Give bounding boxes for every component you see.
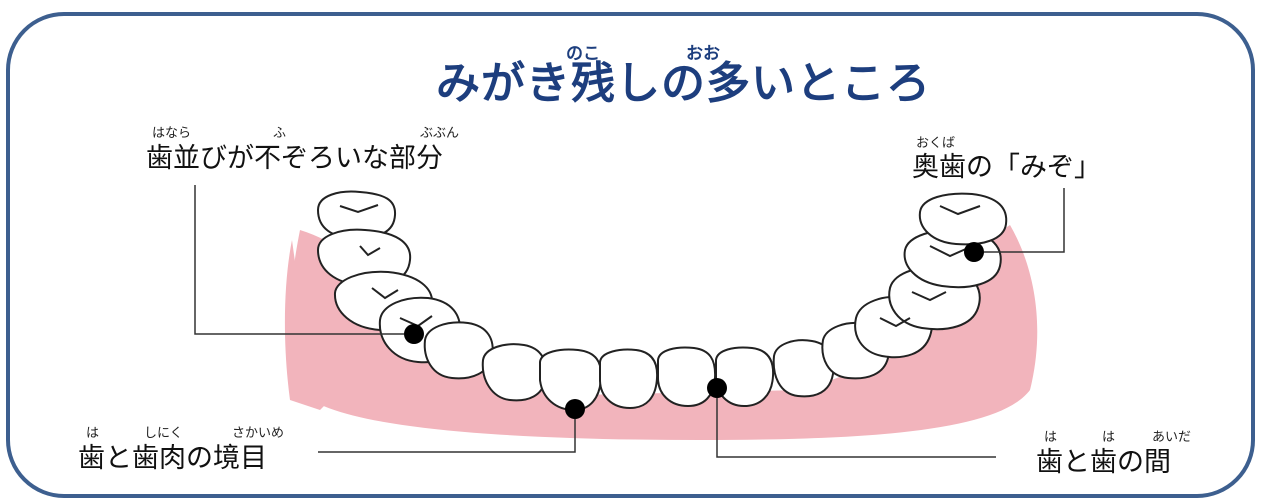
page-title: みがき残しの多いところ — [436, 58, 931, 109]
furigana-aida: あいだ — [1152, 430, 1192, 445]
marker-gumline — [565, 399, 585, 419]
furigana-bubun: ぶぶん — [420, 126, 460, 141]
furigana-okuba: おくば — [916, 136, 956, 151]
tooth-f3 — [657, 346, 717, 408]
furigana-ha-2: は — [1044, 430, 1058, 445]
leader-bottom-right — [716, 398, 996, 458]
marker-between — [707, 378, 727, 398]
furigana-sakaime: さかいめ — [232, 426, 285, 441]
title-ruby-ooi: おお — [686, 44, 720, 64]
gum-shape — [290, 225, 1038, 440]
tooth-r1 — [918, 192, 1008, 246]
gum-left-strip — [284, 240, 330, 410]
marker-misaligned — [404, 324, 424, 344]
tooth-f4 — [715, 346, 775, 408]
tooth-l6 — [481, 343, 548, 402]
furigana-ha-1: は — [86, 426, 100, 441]
label-molar-groove: 奥歯の「みぞ」 — [912, 152, 1101, 183]
label-gumline: 歯と歯肉の境目 — [78, 443, 267, 474]
label-between-teeth: 歯と歯の間 — [1036, 447, 1171, 478]
furigana-hanarabi: はなら — [152, 126, 192, 141]
leader-top-right — [984, 188, 1065, 253]
furigana-shiniku: しにく — [144, 426, 183, 441]
tooth-f2 — [599, 348, 659, 410]
tooth-r6 — [772, 339, 835, 398]
marker-groove — [964, 242, 984, 262]
leader-bottom-left — [318, 419, 576, 453]
furigana-ha-3: は — [1102, 430, 1116, 445]
furigana-fu: ふ — [273, 126, 287, 141]
label-misaligned-teeth: 歯並びが不ぞろいな部分 — [146, 143, 443, 174]
leader-top-left — [194, 185, 404, 335]
rounded-frame — [6, 12, 1255, 498]
title-ruby-nokoshi: のこ — [566, 44, 600, 64]
